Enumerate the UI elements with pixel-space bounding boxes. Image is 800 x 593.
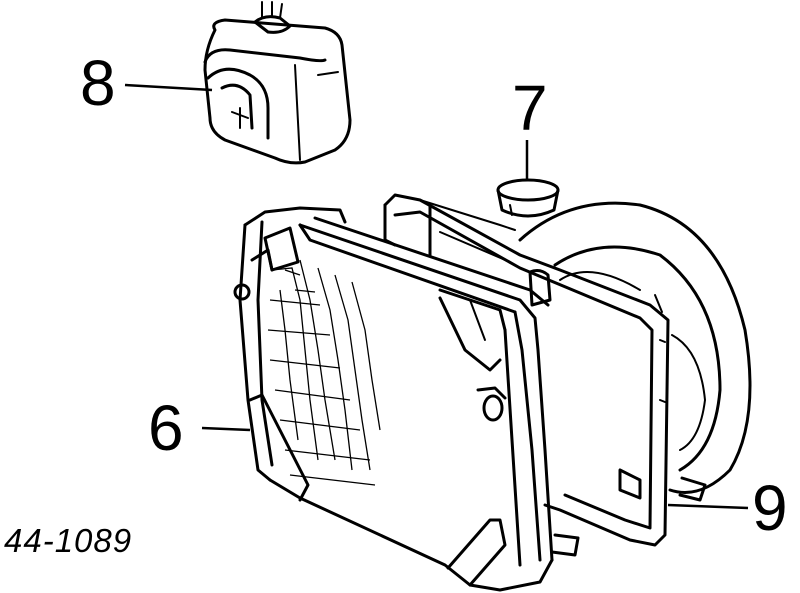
leader-6 (201, 426, 251, 432)
leader-9 (667, 503, 749, 510)
expansion-reservoir (203, 1, 352, 165)
callout-9: 9 (752, 472, 788, 544)
leader-lines (124, 83, 749, 510)
callout-6: 6 (148, 392, 184, 464)
radiator-cap (496, 178, 560, 218)
fan-shroud (383, 193, 752, 547)
reference-code: 44-1089 (4, 522, 132, 559)
leader-8 (124, 83, 213, 92)
callout-8: 8 (80, 47, 116, 119)
radiator (233, 206, 580, 592)
callout-7: 7 (512, 72, 548, 144)
